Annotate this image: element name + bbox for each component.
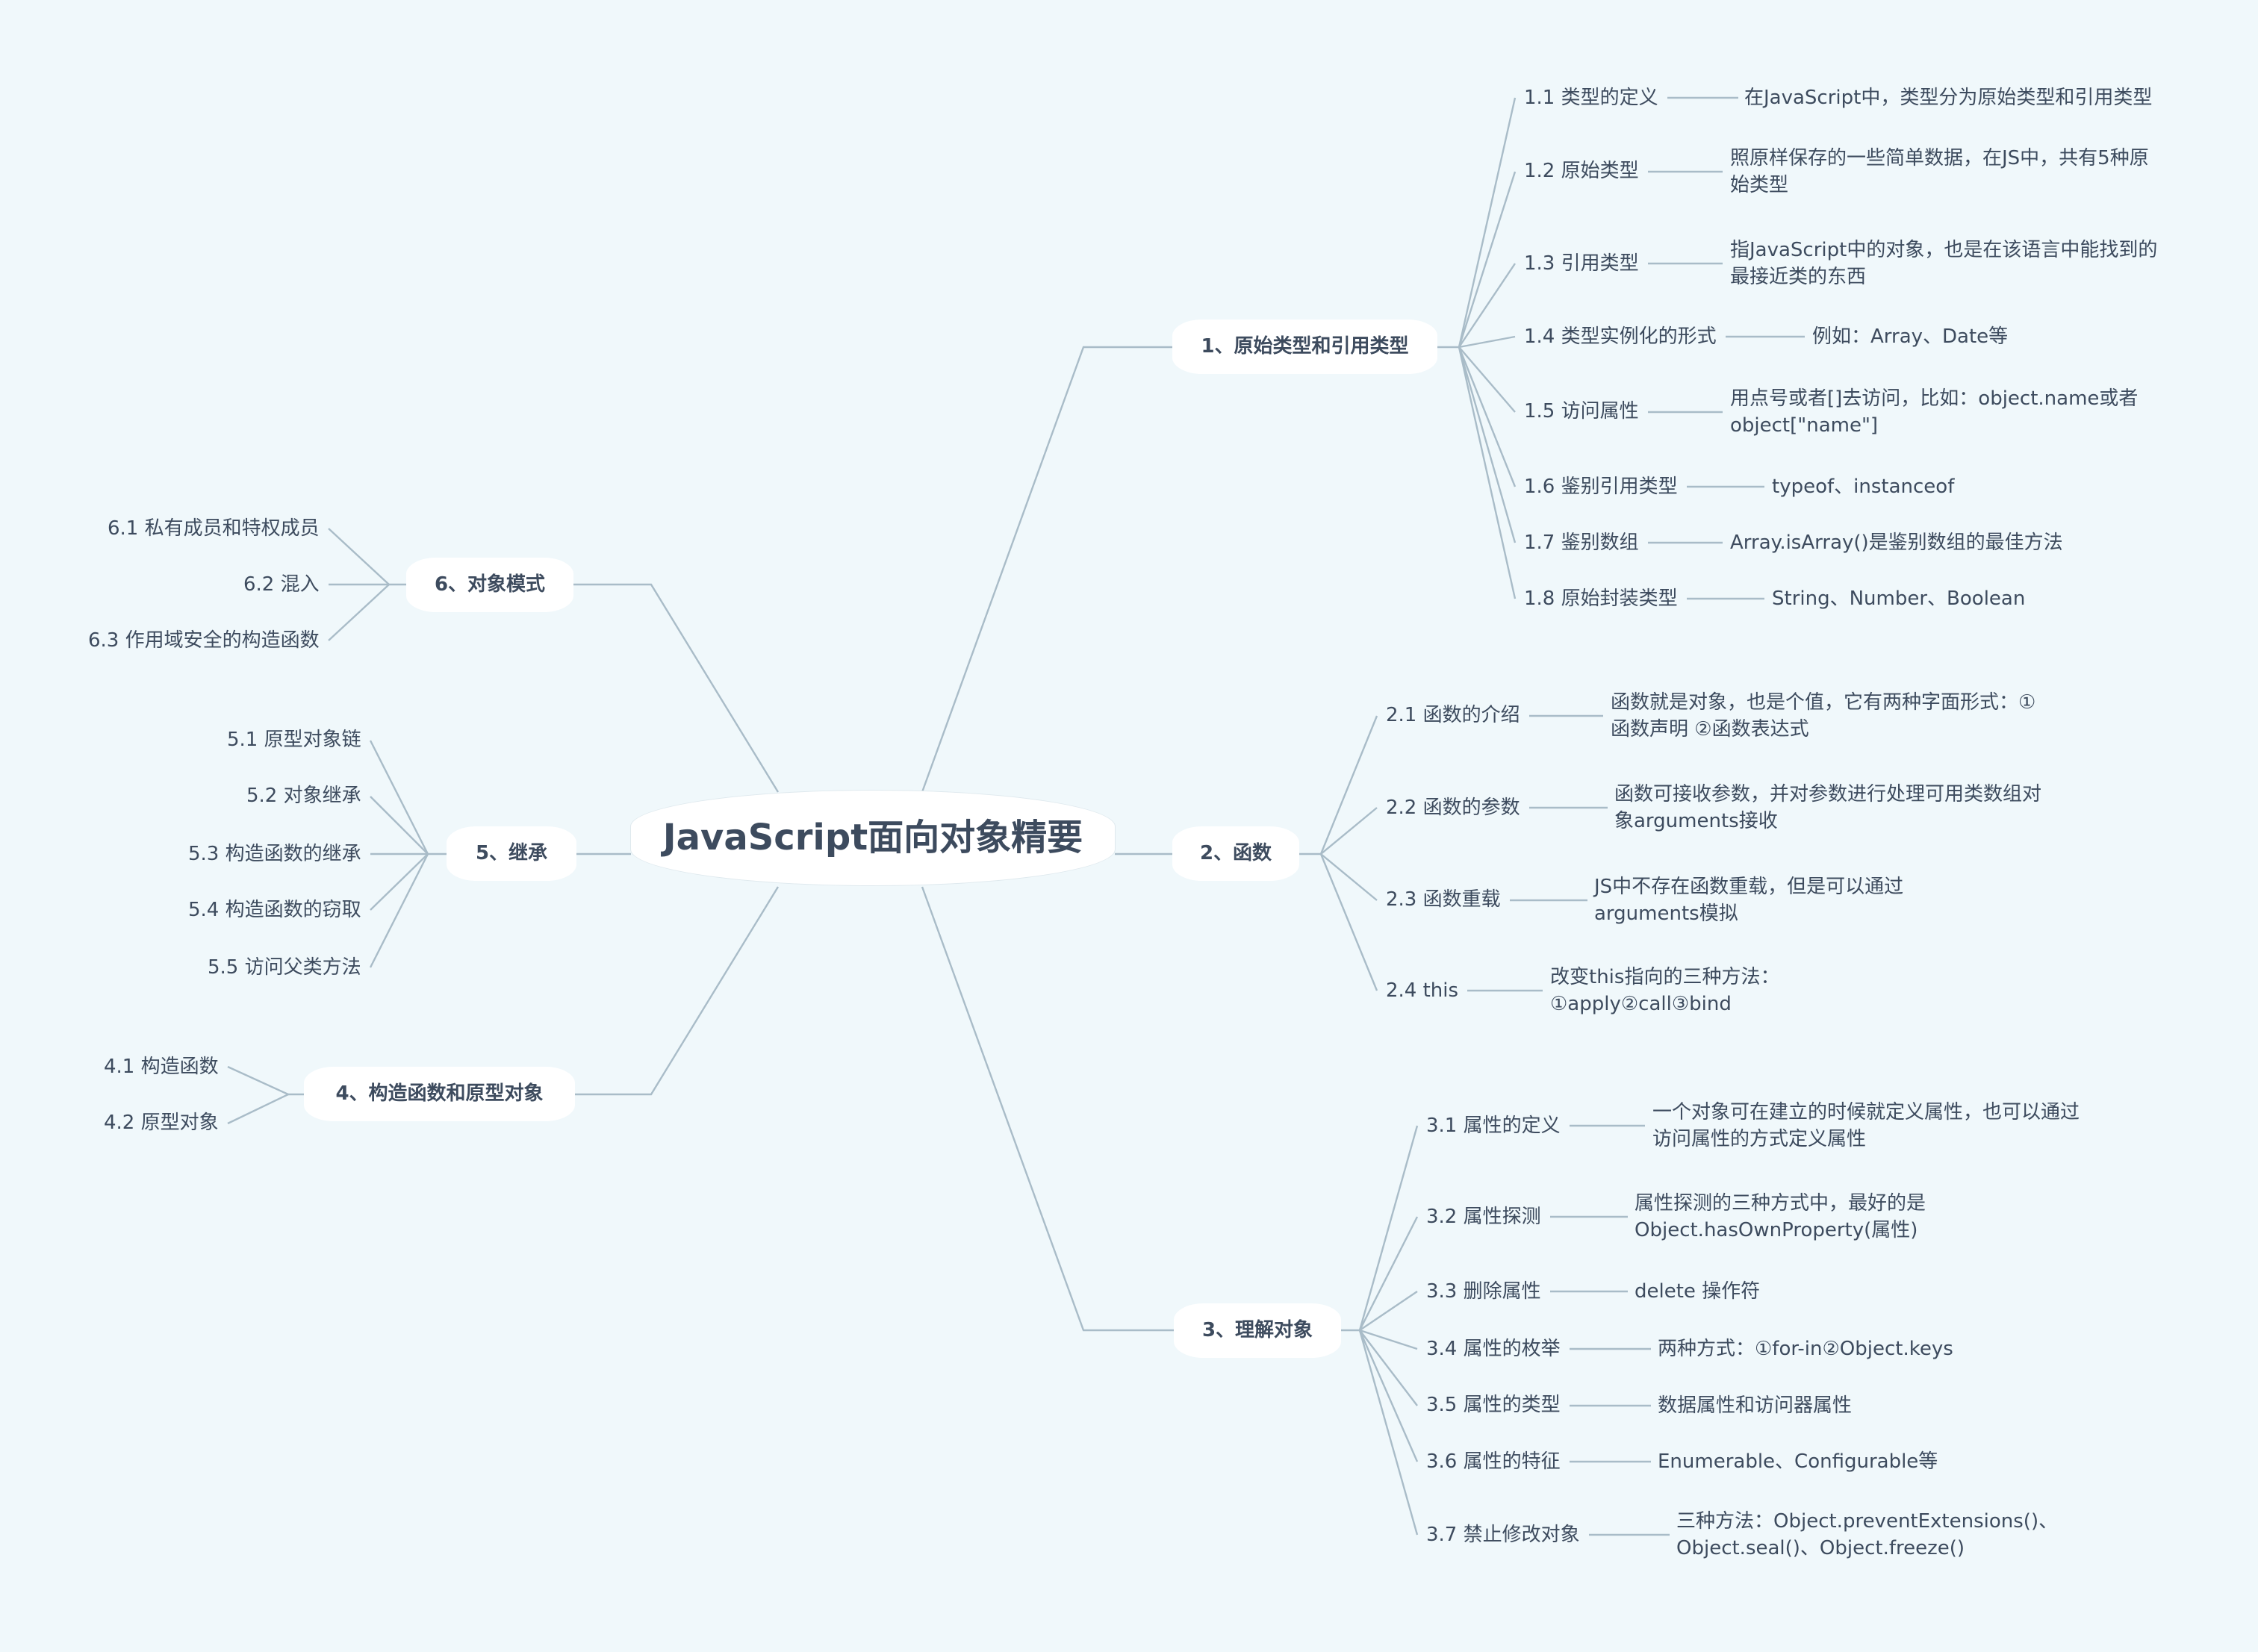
subtopic-b4-2[interactable]: 4.2 原型对象: [104, 1112, 219, 1134]
subtopic-b1-5[interactable]: 1.5 访问属性: [1524, 400, 1639, 423]
sub-connector-b1-6: [1458, 346, 1517, 543]
subtopic-b3-6[interactable]: 3.6 属性的特征: [1426, 1450, 1561, 1473]
sub-connector-b2-2: [1320, 853, 1378, 901]
sub-connector-b1-4: [1458, 346, 1516, 413]
subtopic-b3-7[interactable]: 3.7 禁止修改对象: [1426, 1524, 1580, 1546]
detail-text-b1-5: 用点号或者[]去访问，比如：object.name或者object["name"…: [1730, 387, 2139, 437]
branch-topic-b4[interactable]: 4、构造函数和原型对象: [304, 1067, 575, 1121]
branch-connector-b1: [921, 346, 1172, 793]
sub-connector-b3-6: [1358, 1330, 1419, 1536]
detail-text-b3-6: Enumerable、Configurable等: [1658, 1450, 1938, 1473]
detail-text-b1-6: typeof、instanceof: [1772, 476, 1955, 498]
branch-connector-b3: [921, 886, 1174, 1332]
subtopic-b2-4[interactable]: 2.4 this: [1386, 979, 1459, 1002]
sub-connector-b5-0: [369, 740, 429, 855]
detail-text-b3-1: 一个对象可在建立的时候就定义属性，也可以通过访问属性的方式定义属性: [1652, 1100, 2080, 1150]
subtopic-b3-4[interactable]: 3.4 属性的枚举: [1426, 1338, 1561, 1360]
branch-topic-b3[interactable]: 3、理解对象: [1174, 1303, 1341, 1358]
detail-text-b1-7: Array.isArray()是鉴别数组的最佳方法: [1730, 532, 2063, 554]
detail-text-b3-4: 两种方式：①for-in②Object.keys: [1658, 1338, 1953, 1360]
detail-text-b1-1: 在JavaScript中，类型分为原始类型和引用类型: [1744, 87, 2153, 109]
central-topic[interactable]: JavaScript面向对象精要: [631, 791, 1115, 885]
sub-connector-b3-3: [1359, 1329, 1418, 1350]
sub-connector-b3-2: [1359, 1291, 1418, 1331]
subtopic-b3-5[interactable]: 3.5 属性的类型: [1426, 1394, 1561, 1416]
detail-text-b2-4: 改变this指向的三种方法：①apply②call③bind: [1550, 965, 1780, 1015]
sub-connector-b2-0: [1319, 715, 1378, 855]
branch-connector-b4: [575, 886, 780, 1096]
detail-text-b3-3: delete 操作符: [1635, 1280, 1761, 1303]
detail-text-b2-3: JS中不存在函数重载，但是可以通过arguments模拟: [1594, 875, 1904, 925]
detail-text-b3-5: 数据属性和访问器属性: [1658, 1394, 1853, 1417]
subtopic-b1-2[interactable]: 1.2 原始类型: [1524, 160, 1639, 182]
detail-text-b2-2: 函数可接收参数，并对参数进行处理可用类数组对象arguments接收: [1614, 782, 2042, 832]
sub-connector-b5-4: [369, 853, 429, 968]
branch-topic-b1[interactable]: 1、原始类型和引用类型: [1172, 320, 1437, 374]
branch-connector-b6: [573, 583, 780, 793]
branch-topic-b6[interactable]: 6、对象模式: [406, 558, 573, 612]
branch-topic-b2[interactable]: 2、函数: [1172, 826, 1299, 881]
detail-text-b1-3: 指JavaScript中的对象，也是在该语言中能找到的最接近类的东西: [1730, 238, 2158, 288]
sub-connector-b3-5: [1358, 1330, 1419, 1462]
subtopic-b5-2[interactable]: 5.2 对象继承: [246, 785, 361, 807]
sub-connector-b4-1: [227, 1093, 289, 1125]
subtopic-b5-3[interactable]: 5.3 构造函数的继承: [188, 843, 361, 865]
subtopic-b1-3[interactable]: 1.3 引用类型: [1524, 252, 1639, 275]
subtopic-b2-3[interactable]: 2.3 函数重载: [1386, 888, 1501, 911]
sub-connector-b5-1: [370, 796, 429, 855]
detail-text-b2-1: 函数就是对象，也是个值，它有两种字面形式：①函数声明 ②函数表达式: [1611, 691, 2036, 741]
detail-text-b3-2: 属性探测的三种方式中，最好的是Object.hasOwnProperty(属性): [1635, 1191, 1926, 1241]
branch-topic-b5[interactable]: 5、继承: [447, 826, 576, 881]
subtopic-b2-2[interactable]: 2.2 函数的参数: [1386, 797, 1520, 819]
subtopic-b1-6[interactable]: 1.6 鉴别引用类型: [1524, 476, 1678, 498]
subtopic-b1-1[interactable]: 1.1 类型的定义: [1524, 87, 1658, 109]
subtopic-b6-2[interactable]: 6.2 混入: [243, 573, 320, 596]
subtopic-b3-3[interactable]: 3.3 删除属性: [1426, 1280, 1541, 1303]
sub-connector-b2-1: [1320, 807, 1378, 855]
sub-connector-b3-1: [1358, 1216, 1419, 1331]
sub-connector-b2-3: [1319, 853, 1378, 991]
sub-connector-b6-2: [328, 584, 390, 641]
subtopic-b6-1[interactable]: 6.1 私有成员和特权成员: [108, 517, 320, 540]
subtopic-b4-1[interactable]: 4.1 构造函数: [104, 1056, 219, 1078]
subtopic-b2-1[interactable]: 2.1 函数的介绍: [1386, 704, 1520, 726]
detail-text-b1-2: 照原样保存的一些简单数据，在JS中，共有5种原始类型: [1730, 146, 2149, 196]
sub-connector-b3-0: [1358, 1125, 1419, 1331]
sub-connector-b5-3: [370, 853, 429, 911]
sub-connector-b4-0: [227, 1065, 289, 1096]
subtopic-b1-7[interactable]: 1.7 鉴别数组: [1524, 532, 1639, 554]
subtopic-b3-1[interactable]: 3.1 属性的定义: [1426, 1115, 1561, 1137]
subtopic-b1-4[interactable]: 1.4 类型实例化的形式: [1524, 325, 1717, 348]
subtopic-b5-5[interactable]: 5.5 访问父类方法: [208, 956, 361, 979]
detail-text-b1-8: String、Number、Boolean: [1772, 587, 2026, 610]
sub-connector-b1-2: [1458, 263, 1516, 348]
sub-connector-b1-5: [1458, 346, 1517, 487]
subtopic-b3-2[interactable]: 3.2 属性探测: [1426, 1206, 1541, 1228]
subtopic-b5-1[interactable]: 5.1 原型对象链: [227, 729, 361, 751]
sub-connector-b1-1: [1458, 171, 1517, 348]
sub-connector-b1-7: [1458, 346, 1517, 599]
sub-connector-b1-0: [1458, 97, 1517, 348]
subtopic-b6-3[interactable]: 6.3 作用域安全的构造函数: [88, 629, 320, 652]
sub-connector-b3-4: [1359, 1330, 1418, 1406]
detail-text-b1-4: 例如：Array、Date等: [1812, 325, 2009, 348]
subtopic-b5-4[interactable]: 5.4 构造函数的窃取: [188, 899, 361, 921]
detail-text-b3-7: 三种方法：Object.preventExtensions()、Object.s…: [1676, 1509, 2059, 1559]
subtopic-b1-8[interactable]: 1.8 原始封装类型: [1524, 587, 1678, 610]
sub-connector-b6-0: [328, 528, 390, 585]
sub-connector-b1-3: [1458, 335, 1516, 349]
